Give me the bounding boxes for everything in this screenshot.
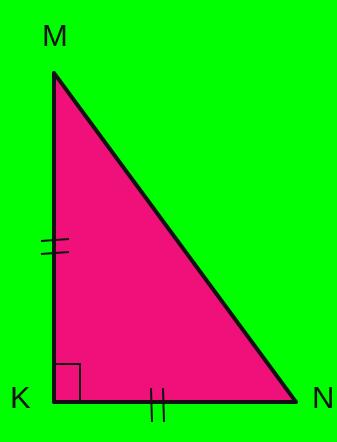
- tick-mark-kn-1: [150, 387, 153, 423]
- equal-tick-marks-kn: [150, 387, 165, 423]
- vertex-label-n: N: [312, 380, 335, 415]
- equal-tick-marks-km: [40, 238, 70, 255]
- tick-mark-km-1: [40, 238, 70, 242]
- right-angle-marker: [54, 363, 81, 402]
- tick-mark-kn-2: [162, 387, 165, 423]
- vertex-label-m: M: [42, 18, 68, 53]
- tick-mark-km-2: [40, 251, 70, 255]
- vertex-label-k: K: [10, 380, 31, 415]
- right-triangle-mkn: [52, 71, 298, 404]
